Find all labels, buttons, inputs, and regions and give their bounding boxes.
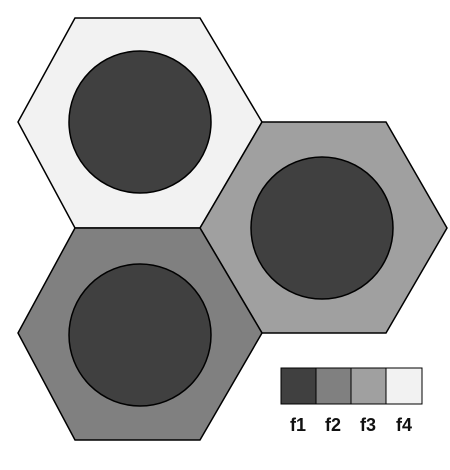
- hex-cell-right: [199, 121, 448, 334]
- circle-right: [250, 156, 394, 300]
- circle-top-left: [68, 50, 212, 194]
- legend-swatch-f2: [315, 367, 352, 405]
- legend-label-f4: f4: [396, 415, 412, 435]
- legend-label-f1: f1: [290, 415, 306, 435]
- circle-bottom-left: [68, 263, 212, 407]
- legend-label-f2: f2: [325, 415, 341, 435]
- legend-label-f3: f3: [360, 415, 376, 435]
- hex-cell-bottom-left: [17, 227, 263, 441]
- legend-swatch-f1: [280, 367, 317, 405]
- legend: f1 f2 f3 f4: [280, 367, 423, 435]
- hex-cell-top-left: [17, 17, 263, 229]
- legend-swatch-f4: [385, 367, 423, 405]
- legend-swatch-f3: [350, 367, 387, 405]
